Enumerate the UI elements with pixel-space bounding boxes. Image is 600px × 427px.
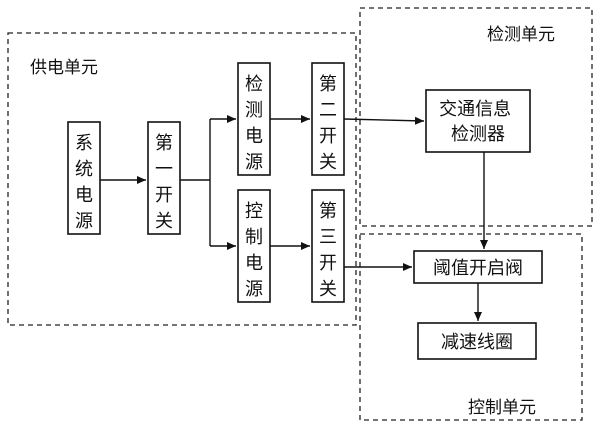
- decel-coil-box: [417, 322, 537, 360]
- traffic-detector-box: [425, 89, 531, 153]
- second-switch-label: 第二开关: [319, 74, 337, 173]
- vertical-char: 检: [245, 74, 263, 95]
- detect-unit-label: 检测单元: [487, 25, 555, 45]
- traffic-detector-label: 交通信息 检测器: [439, 99, 517, 145]
- vertical-char: 开: [319, 126, 337, 147]
- power-unit-group: [7, 32, 357, 326]
- vertical-char: 一: [155, 159, 173, 180]
- threshold-valve-box: [413, 250, 543, 284]
- vertical-char: 统: [75, 159, 93, 180]
- traffic-detector-line-2: 检测器: [451, 124, 505, 145]
- vertical-char: 第: [319, 74, 337, 95]
- vertical-char: 制: [245, 227, 263, 248]
- detect-power-box: [237, 62, 271, 176]
- threshold-valve-label: 阈值开启阀: [433, 258, 523, 279]
- vertical-char: 源: [245, 152, 263, 173]
- vertical-char: 测: [245, 100, 263, 121]
- vertical-char: 电: [245, 253, 263, 274]
- power-unit-label: 供电单元: [30, 58, 98, 78]
- third-switch-label: 第三开关: [319, 201, 337, 300]
- control-unit-label: 控制单元: [468, 398, 536, 418]
- vertical-char: 系: [75, 133, 93, 154]
- vertical-char: 开: [319, 253, 337, 274]
- traffic-detector-line-1: 交通信息: [439, 99, 511, 120]
- vertical-char: 源: [75, 211, 93, 232]
- vertical-char: 二: [319, 100, 337, 121]
- detect-power-label: 检测电源: [245, 74, 263, 173]
- decel-coil-label: 减速线圈: [441, 332, 513, 353]
- arrow-second-to-detector: [343, 116, 425, 125]
- third-switch-box: [311, 189, 345, 303]
- system-power-label: 系统电源: [75, 133, 93, 232]
- vertical-char: 控: [245, 201, 263, 222]
- vertical-char: 开: [155, 185, 173, 206]
- second-switch-box: [311, 62, 345, 176]
- vertical-char: 关: [319, 152, 337, 173]
- vertical-char: 电: [245, 126, 263, 147]
- control-unit-group: [359, 233, 583, 421]
- vertical-char: 关: [155, 211, 173, 232]
- vertical-char: 关: [319, 279, 337, 300]
- vertical-char: 三: [319, 227, 337, 248]
- system-power-box: [67, 121, 101, 235]
- vertical-char: 电: [75, 185, 93, 206]
- vertical-char: 源: [245, 279, 263, 300]
- vertical-char: 第: [319, 201, 337, 222]
- first-switch-label: 第一开关: [155, 133, 173, 232]
- vertical-char: 第: [155, 133, 173, 154]
- first-switch-box: [147, 121, 181, 235]
- control-power-label: 控制电源: [245, 201, 263, 300]
